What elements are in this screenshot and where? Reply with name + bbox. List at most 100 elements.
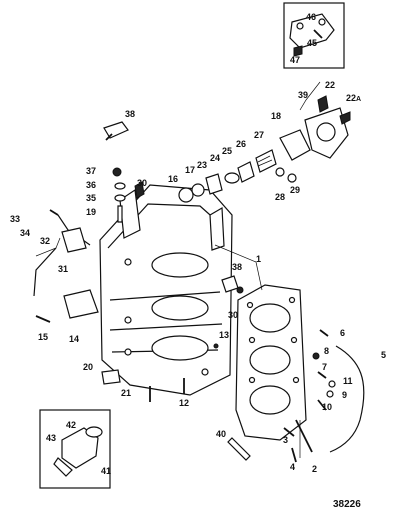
- screw-part-15: [35, 315, 51, 323]
- callout-22: 22: [325, 80, 335, 90]
- callout-6: 6: [340, 328, 345, 338]
- callout-20: 20: [83, 362, 93, 372]
- part-6: [319, 329, 329, 337]
- callout-18: 18: [271, 111, 281, 121]
- callout-9: 9: [342, 390, 347, 400]
- part-17: [191, 183, 205, 197]
- callout-29: 29: [290, 185, 300, 195]
- inset-frame-bottom: [39, 409, 111, 489]
- screw-part-22: [317, 95, 329, 113]
- part-28: [275, 167, 285, 177]
- callout-27: 27: [254, 130, 264, 140]
- part-3: [283, 427, 295, 437]
- part-40: [227, 437, 251, 461]
- callout-30-upper: 30: [137, 178, 147, 188]
- callout-34: 34: [20, 228, 30, 238]
- callout-17: 17: [185, 165, 195, 175]
- screw-part-45: [313, 29, 323, 39]
- part-9: [326, 390, 334, 398]
- callout-30-lower: 30: [228, 310, 238, 320]
- callout-25: 25: [222, 146, 232, 156]
- callout-15: 15: [38, 332, 48, 342]
- callout-40: 40: [216, 429, 226, 439]
- callout-21: 21: [121, 388, 131, 398]
- screw-part-43: [53, 457, 73, 477]
- part-19: [117, 205, 123, 223]
- callout-46: 46: [306, 12, 316, 22]
- callout-12: 12: [179, 398, 189, 408]
- right-small-parts: [227, 329, 365, 463]
- inset-top-right: [283, 2, 345, 69]
- callout-35: 35: [86, 193, 96, 203]
- exhaust-cover: [235, 284, 307, 441]
- leader-lines: [35, 81, 321, 458]
- part-11: [328, 380, 336, 388]
- nut-part-47: [293, 45, 303, 57]
- part-10: [317, 399, 327, 411]
- callout-11: 11: [343, 376, 353, 386]
- part-14: [63, 289, 99, 319]
- callout-31: 31: [58, 264, 68, 274]
- part-32: [61, 227, 87, 253]
- callout-labels: 1 2 3 4 5 6 7 8 9 10 11 12 13 14 15 16 1…: [10, 12, 386, 476]
- callout-23: 23: [197, 160, 207, 170]
- part-35: [114, 194, 126, 202]
- callout-38-upper: 38: [125, 109, 135, 119]
- callout-1: 1: [256, 254, 261, 264]
- thermostat-assembly: [178, 95, 351, 203]
- callout-22a: 22A: [346, 93, 361, 103]
- callout-45: 45: [307, 38, 317, 48]
- callout-14: 14: [69, 334, 79, 344]
- callout-28: 28: [275, 192, 285, 202]
- gasket-part-18: [279, 129, 311, 161]
- callout-32: 32: [40, 236, 50, 246]
- o-ring-part-42: [85, 426, 103, 438]
- part-36: [114, 182, 126, 190]
- part-29: [287, 173, 297, 183]
- callout-26: 26: [236, 139, 246, 149]
- part-24: [224, 172, 240, 184]
- callout-42: 42: [66, 420, 76, 430]
- spring-part-27: [255, 149, 277, 173]
- part-25: [237, 161, 255, 183]
- callout-43: 43: [46, 433, 56, 443]
- bore-bottom: [151, 335, 209, 361]
- part-30-upper: [134, 181, 145, 199]
- part-7: [317, 371, 327, 379]
- figure-number: 38226: [333, 499, 361, 510]
- callout-24: 24: [210, 153, 220, 163]
- callout-3: 3: [283, 435, 288, 445]
- left-small-parts: [33, 167, 219, 402]
- callout-8: 8: [324, 346, 329, 356]
- inset-bottom-left: [39, 409, 111, 489]
- callout-10: 10: [322, 402, 332, 412]
- hose-part-31: [33, 247, 57, 297]
- callout-13: 13: [219, 330, 229, 340]
- part-20: [101, 369, 121, 385]
- screw-part-22a: [339, 111, 351, 125]
- callout-33: 33: [10, 214, 20, 224]
- bore-top: [151, 252, 209, 278]
- part-4: [291, 447, 297, 463]
- callout-41: 41: [101, 466, 111, 476]
- callout-36: 36: [86, 180, 96, 190]
- part-8: [312, 352, 320, 360]
- part-23: [205, 173, 223, 195]
- callout-37: 37: [86, 166, 96, 176]
- callout-2: 2: [312, 464, 317, 474]
- callout-19: 19: [86, 207, 96, 217]
- hose-part-5: [329, 345, 365, 453]
- callout-38-lower: 38: [232, 262, 242, 272]
- cover-part-41: [61, 427, 99, 469]
- callout-16: 16: [168, 174, 178, 184]
- callout-5: 5: [381, 350, 386, 360]
- part-33: [49, 209, 59, 216]
- part-16: [178, 187, 194, 203]
- part-13: [213, 343, 219, 349]
- bolt-part-2: [295, 419, 313, 453]
- part-38-left: [103, 121, 129, 141]
- part-37: [112, 167, 122, 177]
- callout-4: 4: [290, 462, 295, 472]
